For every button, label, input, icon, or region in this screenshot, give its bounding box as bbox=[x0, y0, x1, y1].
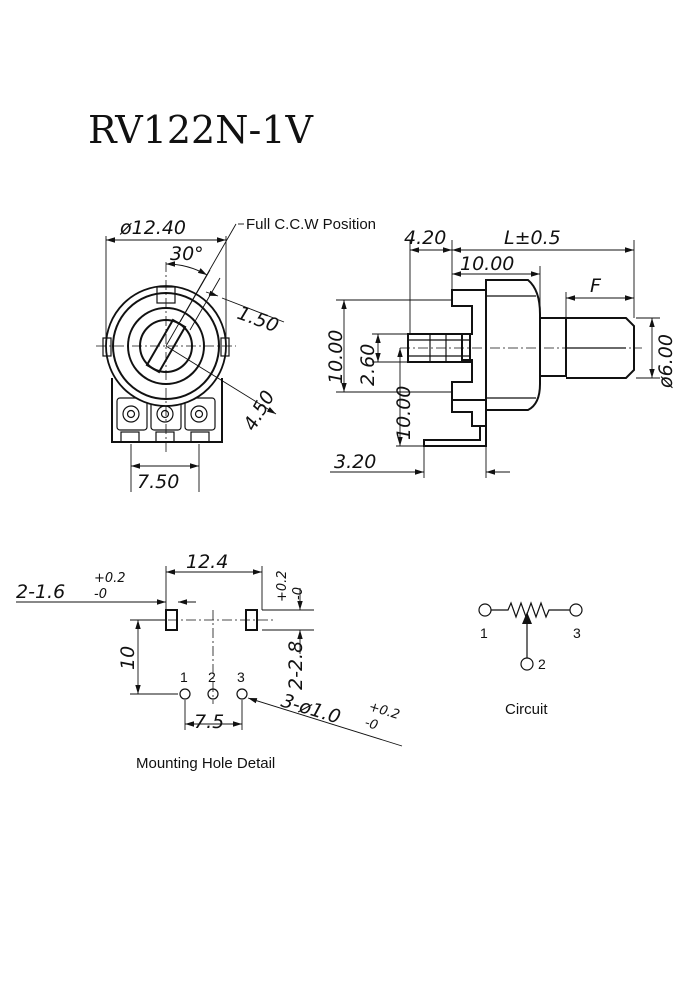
dim-3-20: 3.20 bbox=[334, 451, 376, 473]
circuit-diagram: 1 3 2 Circuit bbox=[478, 601, 583, 718]
dim-10-00-left: 10.00 bbox=[325, 330, 347, 384]
circuit-pin-label-1: 1 bbox=[480, 625, 488, 641]
pin-holes-tol-bottom: -0 bbox=[363, 715, 380, 733]
pin-hole-3 bbox=[236, 688, 248, 700]
pin-hole-2 bbox=[207, 688, 219, 700]
dim-F: F bbox=[590, 275, 602, 297]
pin-label-3: 3 bbox=[237, 669, 245, 685]
dim-shaft-dia: ø6.00 bbox=[655, 334, 677, 389]
side-view: 4.20 L±0.5 10.00 F ø6.00 10.00 2.60 10.0… bbox=[325, 227, 677, 478]
side-body bbox=[485, 279, 541, 411]
slot-width-label: 1.50 bbox=[234, 302, 281, 337]
circuit-terminal-1 bbox=[478, 603, 492, 617]
terminal-foot bbox=[423, 425, 487, 447]
slot-height-label: 2-2.8 bbox=[285, 641, 307, 690]
resistor-symbol bbox=[491, 601, 570, 619]
circuit-pin-label-2: 2 bbox=[538, 656, 546, 672]
mounting-hole-detail: 12.4 2-1.6 +0.2 -0 2-2.8 +0.2 -0 10 1 2 … bbox=[16, 551, 403, 772]
slot-height-tol-top: +0.2 bbox=[275, 570, 290, 602]
radius-label: 4.50 bbox=[239, 387, 279, 435]
pin-label-1: 1 bbox=[180, 669, 188, 685]
circuit-pin-label-3: 3 bbox=[573, 625, 581, 641]
diameter-label: ø12.40 bbox=[119, 217, 186, 239]
pin-hole-1 bbox=[179, 688, 191, 700]
mounting-caption: Mounting Hole Detail bbox=[136, 755, 275, 772]
circuit-terminal-3 bbox=[569, 603, 583, 617]
part-number-title: RV122N-1V bbox=[88, 108, 313, 152]
front-terminals bbox=[116, 397, 216, 443]
dim-4-20: 4.20 bbox=[404, 227, 446, 249]
pitch-label: 7.50 bbox=[137, 471, 179, 493]
bushing bbox=[539, 317, 567, 377]
pin-holes-label: 3-ø1.0 bbox=[279, 690, 344, 729]
slot-holes-tol-top: +0.2 bbox=[94, 571, 126, 586]
slot-holes-tol-bottom: -0 bbox=[94, 587, 107, 602]
angle-label: 30° bbox=[170, 243, 204, 265]
dim-12-4: 12.4 bbox=[186, 551, 228, 573]
wiper-arrow bbox=[522, 612, 532, 624]
dim-10: 10 bbox=[117, 646, 139, 670]
slot-holes-label: 2-1.6 bbox=[16, 581, 65, 603]
dim-7-5: 7.5 bbox=[194, 711, 224, 733]
slot-height-tol-bottom: -0 bbox=[291, 587, 306, 600]
full-ccw-label: Full C.C.W Position bbox=[246, 216, 376, 233]
dim-10-00-top: 10.00 bbox=[460, 253, 514, 275]
pin-label-2: 2 bbox=[208, 669, 216, 685]
circuit-terminal-2 bbox=[520, 657, 534, 671]
dim-10-00-lower: 10.00 bbox=[393, 386, 415, 440]
dim-L: L±0.5 bbox=[504, 227, 561, 249]
circuit-caption: Circuit bbox=[505, 701, 548, 718]
dim-2-60: 2.60 bbox=[357, 344, 379, 386]
